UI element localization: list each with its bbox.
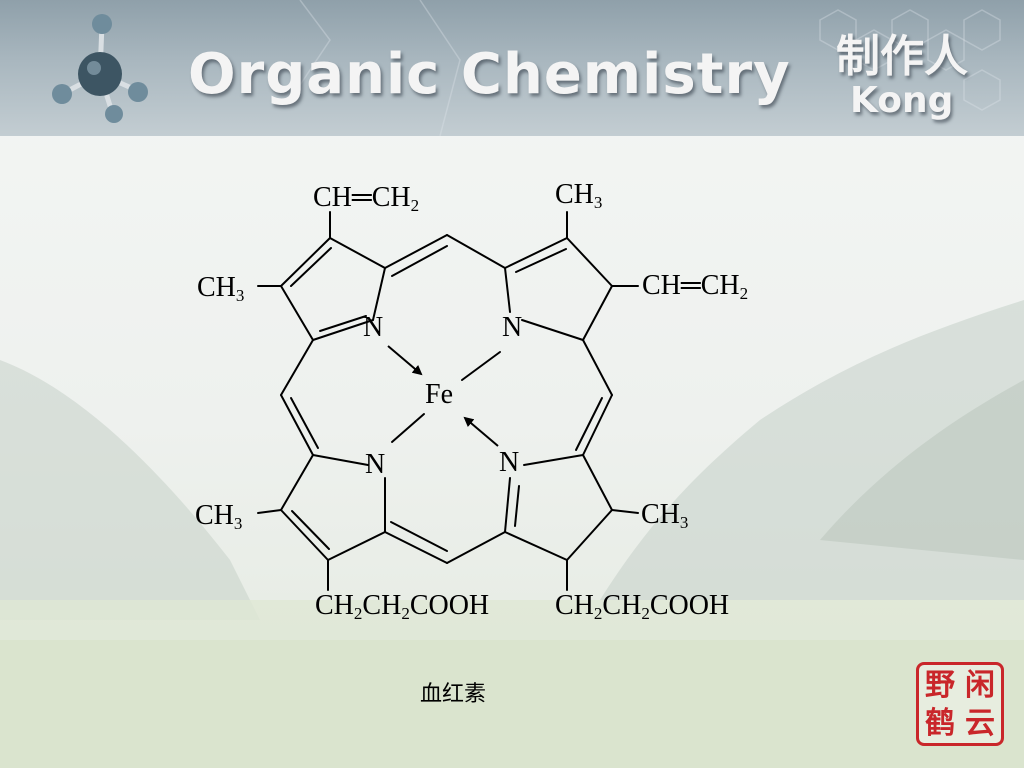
hexagon-pattern [289, 0, 1001, 136]
nitrogen-label-bottom-left: N [365, 449, 385, 480]
nitrogen-label-top-right: N [502, 312, 522, 343]
header-banner: Organic Chemistry 制作人 Kong [0, 0, 1024, 136]
fe-atom-label: Fe [425, 379, 453, 410]
ring-bonds [257, 211, 639, 591]
seal-char-2: 闲 [965, 668, 995, 703]
banner-title: Organic Chemistry [188, 42, 791, 107]
nitrogen-label-bottom-right: N [499, 447, 519, 478]
coordination-arrows [387, 345, 499, 447]
vinyl-group-top-left: CH═CH2 [313, 182, 419, 215]
author-label: 制作人 [836, 31, 968, 82]
propionic-acid-right: CH2CH2COOH [555, 590, 729, 623]
propionic-acid-left: CH2CH2COOH [315, 590, 489, 623]
red-seal-stamp: 野 闲 鹤 云 [916, 662, 1004, 746]
nitrogen-label-top-left: N [363, 312, 383, 343]
seal-char-3: 鹤 [925, 706, 955, 741]
author-name: Kong [850, 80, 954, 121]
methyl-group-left-lower: CH3 [195, 500, 242, 533]
vinyl-group-right: CH═CH2 [642, 270, 748, 303]
methyl-group-right-lower: CH3 [641, 499, 688, 532]
methyl-group-top-right: CH3 [555, 179, 602, 212]
molecule-icon [52, 14, 148, 123]
methyl-group-left-upper: CH3 [197, 272, 244, 305]
figure-caption: 血红素 [420, 682, 487, 707]
seal-char-4: 云 [965, 706, 995, 741]
seal-char-1: 野 [925, 668, 955, 703]
